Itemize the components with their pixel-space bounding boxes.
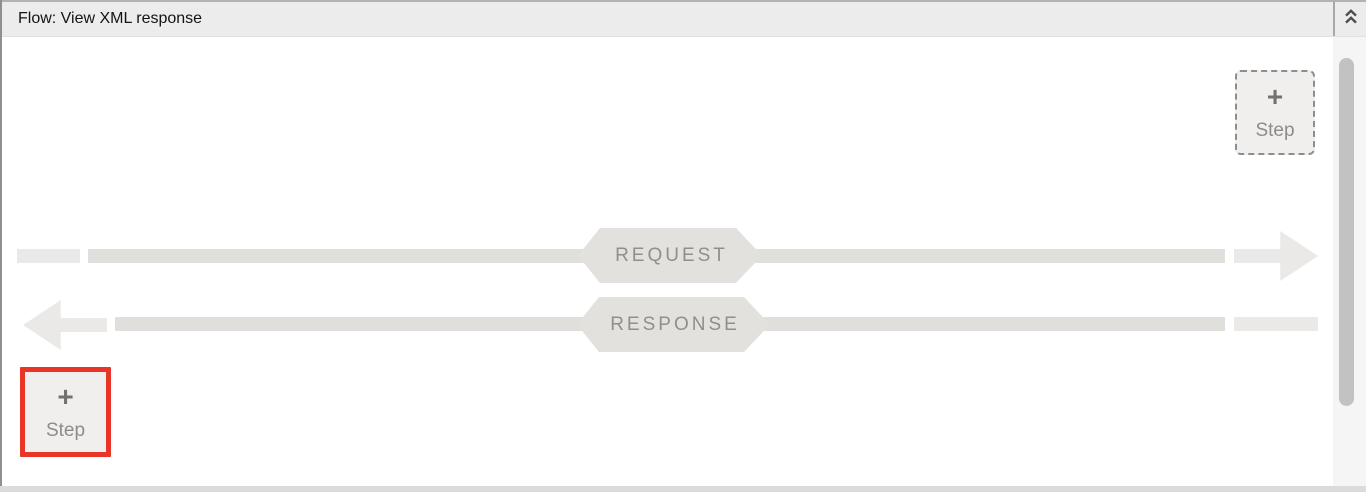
add-step-button-top[interactable]: + Step xyxy=(1235,70,1315,155)
plus-icon: + xyxy=(57,380,74,412)
add-step-label: Step xyxy=(1255,120,1295,141)
panel-title: Flow: View XML response xyxy=(18,10,203,27)
add-step-label: Step xyxy=(45,419,86,441)
add-step-button-bottom-highlighted[interactable]: + Step xyxy=(20,367,111,457)
request-banner: REQUEST xyxy=(578,228,762,283)
response-label: RESPONSE xyxy=(610,313,740,335)
panel-bottom-border xyxy=(0,486,1366,492)
request-tail-segment xyxy=(17,249,80,263)
response-banner: RESPONSE xyxy=(577,297,770,352)
arrow-left-icon xyxy=(23,300,107,350)
arrow-right-icon xyxy=(1234,231,1318,281)
scrollbar-thumb[interactable] xyxy=(1339,58,1354,406)
panel-top-border xyxy=(0,0,1366,2)
plus-icon: + xyxy=(1266,81,1284,112)
request-label: REQUEST xyxy=(615,244,728,266)
collapse-panel-button[interactable] xyxy=(1333,2,1366,36)
chevron-double-up-icon xyxy=(1344,8,1358,30)
panel-left-border xyxy=(0,0,2,486)
response-tail-segment xyxy=(1234,317,1318,331)
vertical-scrollbar[interactable] xyxy=(1333,37,1366,486)
panel-header: Flow: View XML response xyxy=(2,2,1366,37)
